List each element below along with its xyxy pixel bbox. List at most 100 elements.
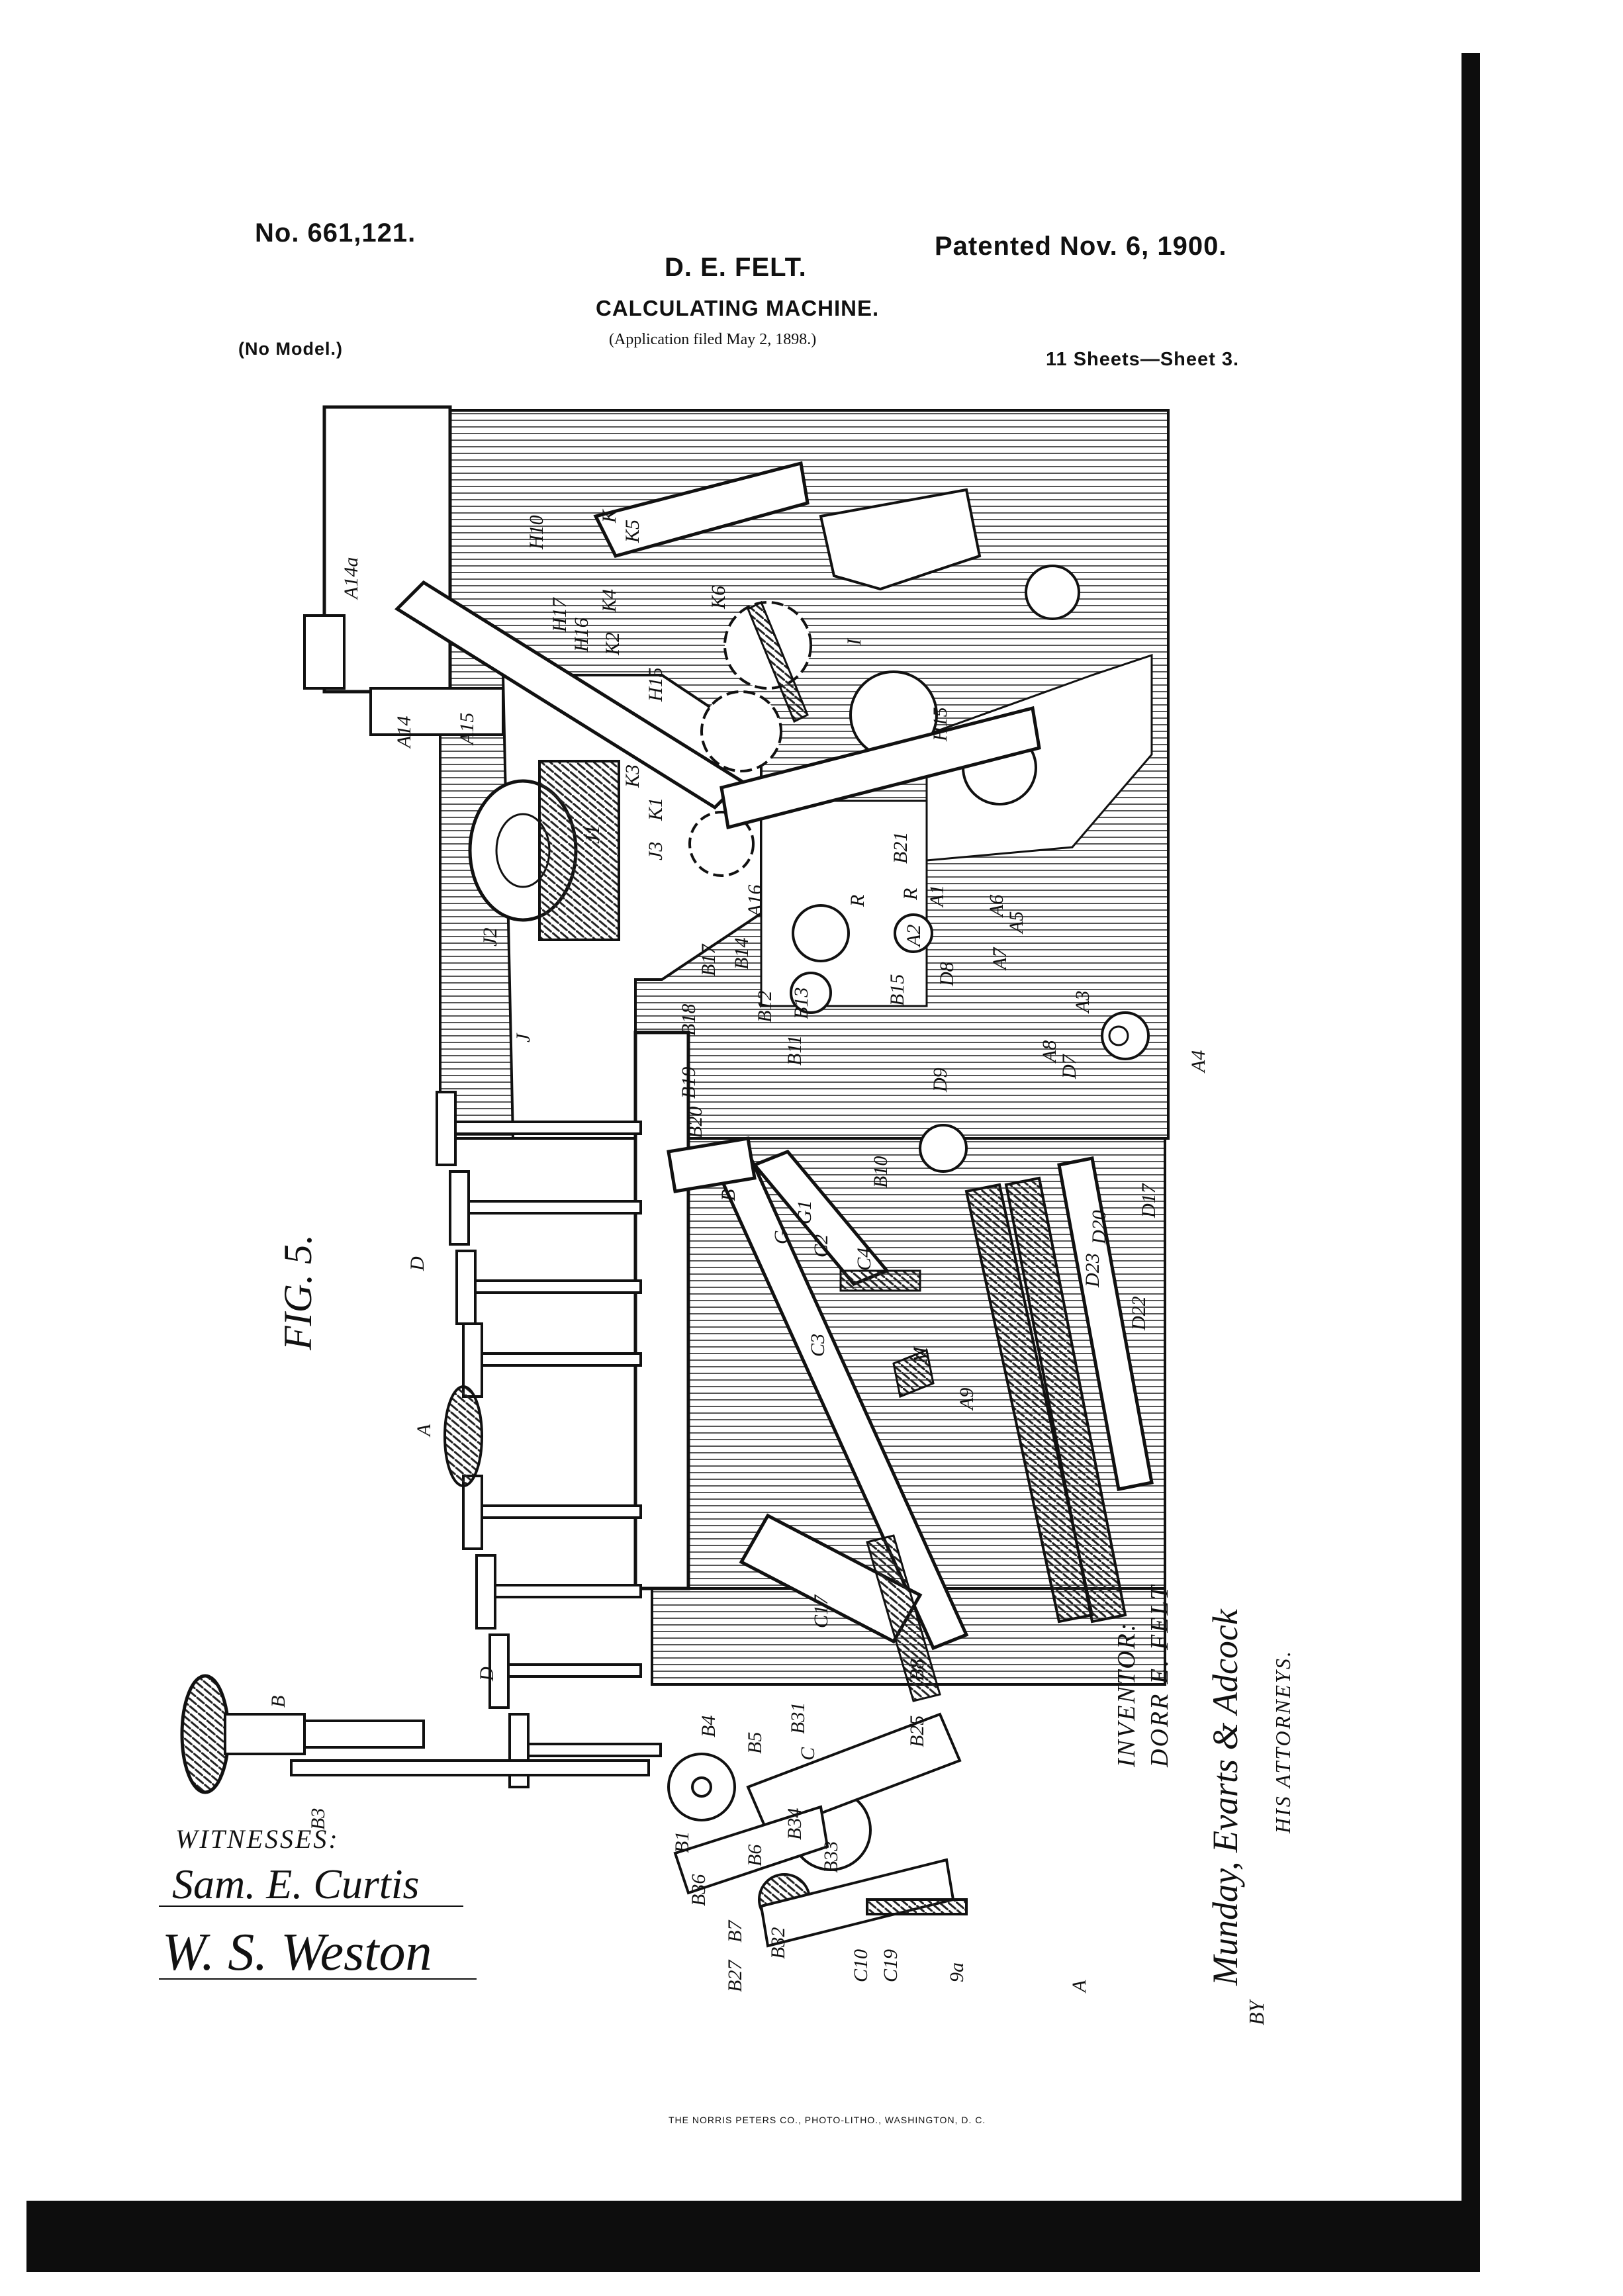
scan-bottom-border	[26, 2201, 1480, 2272]
figure-label: A15	[456, 713, 478, 746]
figure-label: A	[413, 1424, 435, 1438]
document-title: CALCULATING MACHINE.	[596, 296, 880, 320]
figure-label: A5	[1005, 911, 1027, 935]
figure-label: H17	[549, 596, 571, 633]
figure-label: A	[1068, 1980, 1090, 1994]
figure-label: R	[847, 895, 868, 907]
figure-label: A2	[903, 925, 925, 948]
figure-label: B1	[671, 1831, 693, 1853]
figure-label: J	[512, 1033, 534, 1042]
figure-label: C17	[810, 1594, 832, 1628]
levers	[394, 461, 1154, 1651]
figure-label: B7	[724, 1919, 746, 1943]
figure-label: B20	[684, 1107, 706, 1138]
figure-label: K3	[622, 764, 643, 788]
figure-label: K2	[602, 632, 624, 656]
figure-label: M	[909, 1346, 931, 1364]
figure-label: C4	[853, 1248, 875, 1271]
model-note: (No Model.)	[238, 339, 343, 359]
figure-label: C2	[810, 1234, 832, 1258]
figure-label: K6	[708, 586, 729, 610]
figure-label: B36	[688, 1874, 710, 1906]
gears	[468, 488, 1150, 1173]
attorneys-by: BY	[1244, 2000, 1268, 2025]
figure-label: A4	[1187, 1050, 1209, 1074]
figure-label: J2	[479, 928, 501, 946]
figure-label: B34	[784, 1808, 806, 1840]
springs	[747, 600, 1127, 1702]
figure-label: B8	[906, 1659, 928, 1681]
figure-label: A3	[1072, 991, 1093, 1014]
figure-label: B	[267, 1696, 289, 1708]
figure-label: D22	[1128, 1296, 1150, 1331]
attorneys-signature: Munday, Evarts & Adcock	[1205, 1609, 1245, 1986]
figure-label: B15	[886, 974, 908, 1006]
figure-label: D7	[1058, 1053, 1080, 1079]
inventor-name-header: D. E. FELT.	[665, 253, 807, 282]
figure-label: K	[598, 508, 620, 524]
scan-right-border	[1461, 53, 1480, 2257]
figure-caption: FIG. 5.	[276, 1234, 320, 1351]
figure-label: A9	[956, 1388, 978, 1411]
figure-label: B25	[906, 1716, 928, 1747]
patented-date: Patented Nov. 6, 1900.	[935, 232, 1227, 261]
figure-label: D8	[936, 962, 958, 987]
figure-label: C10	[850, 1949, 872, 1982]
figure-label: B33	[820, 1841, 842, 1873]
lower-mechanism	[667, 1712, 968, 1948]
figure-label: D17	[1138, 1182, 1160, 1218]
witnesses-heading: WITNESSES:	[175, 1824, 340, 1854]
key-stems	[180, 1091, 662, 1794]
attorneys-label: HIS ATTORNEYS.	[1271, 1649, 1295, 1833]
figure-label: B18	[678, 1004, 700, 1036]
figure-label: B6	[744, 1845, 766, 1866]
figure-label: D23	[1082, 1253, 1103, 1288]
figure-label: B14	[731, 938, 753, 970]
figure-label: B13	[790, 987, 812, 1019]
figure-label: H15	[929, 707, 951, 742]
figure-label: J1	[582, 825, 604, 844]
figure-label: K4	[598, 589, 620, 613]
figure-label: B5	[744, 1732, 766, 1754]
figure-label: H10	[526, 515, 547, 550]
figure-label: B	[718, 1189, 739, 1201]
witness-signature-1: Sam. E. Curtis	[172, 1860, 420, 1907]
figure-label: H16	[571, 618, 592, 653]
figure-label: B21	[890, 832, 911, 864]
witness-signature-2: W. S. Weston	[162, 1923, 432, 1982]
sheets-count: 11 Sheets—Sheet 3.	[1046, 349, 1240, 370]
printer-credit: THE NORRIS PETERS CO., PHOTO-LITHO., WAS…	[669, 2115, 986, 2125]
figure-label: A14a	[340, 557, 362, 600]
figure-label: I	[843, 637, 865, 646]
figure-label: B11	[784, 1035, 806, 1066]
figure-label: B31	[787, 1702, 809, 1734]
figure-label: A6	[986, 895, 1007, 918]
inventor-name: DORR E. FELT	[1146, 1584, 1174, 1767]
figure-label: B3	[307, 1808, 329, 1830]
application-filed: (Application filed May 2, 1898.)	[609, 331, 817, 348]
figure-label: R	[900, 888, 921, 901]
figure-label: 9a	[946, 1962, 968, 1982]
figure-label: B17	[698, 943, 719, 976]
figure-label: H15	[645, 667, 667, 702]
figure-label: K1	[645, 798, 667, 821]
figure-label: D	[476, 1667, 498, 1682]
figure-label: K5	[622, 520, 643, 543]
figure-label: B4	[698, 1716, 719, 1737]
figure-label: A7	[989, 946, 1011, 971]
figure-label: C19	[880, 1949, 902, 1982]
figure-label: G	[770, 1230, 792, 1244]
figure-label: A14	[393, 716, 415, 749]
figure-labels: A14a H10 H17 H16 K4 K2 K5 K6 K I H15 H15…	[267, 508, 1209, 1994]
figure-label: B12	[754, 991, 776, 1023]
figure-label: J3	[645, 842, 667, 860]
figure-label: A16	[744, 885, 766, 918]
figure-label: B32	[767, 1927, 789, 1959]
figure-label: B27	[724, 1959, 746, 1992]
inventor-heading: INVENTOR:	[1113, 1621, 1140, 1767]
figure-label: B19	[678, 1067, 700, 1099]
figure-label: C3	[807, 1334, 829, 1357]
figure-label: A1	[926, 885, 948, 908]
patent-number: No. 661,121.	[255, 218, 416, 248]
